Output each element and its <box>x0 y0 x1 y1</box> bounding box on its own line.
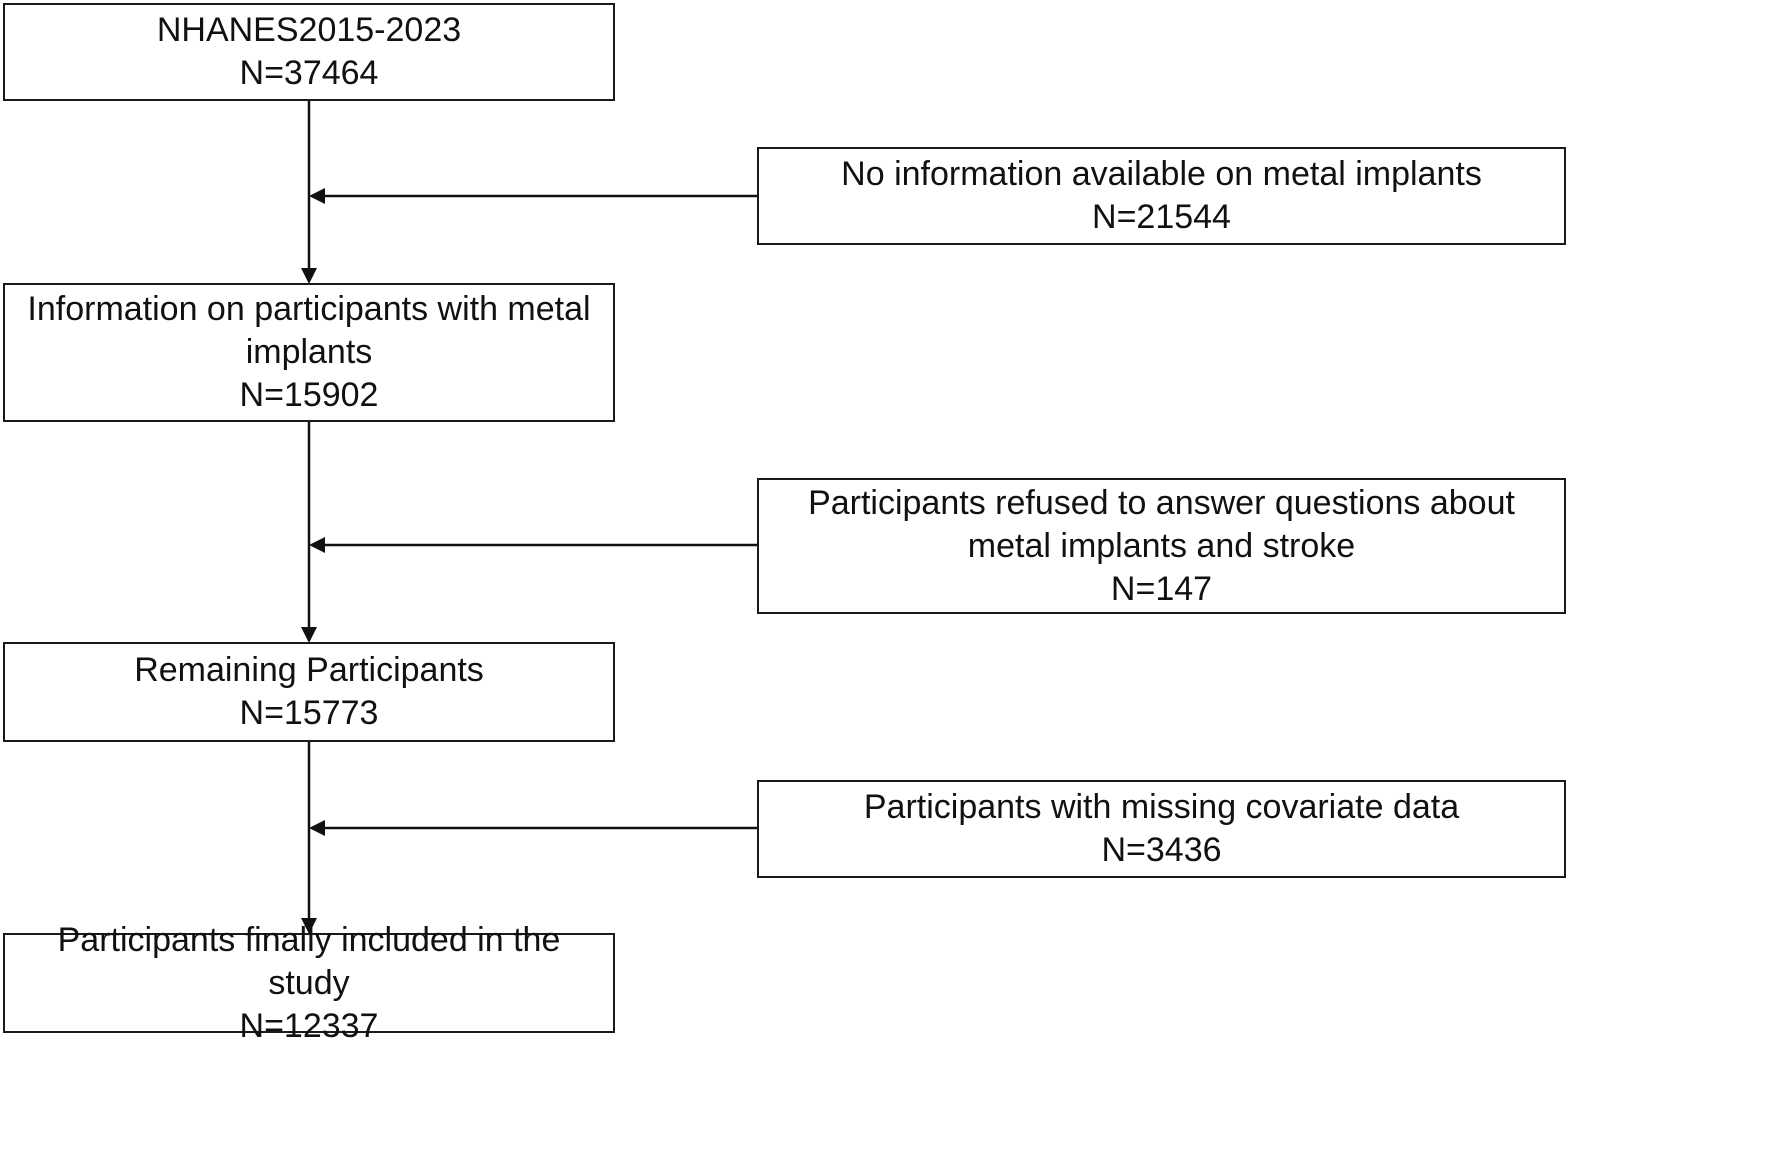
arrowhead-exclusion-1 <box>309 188 325 204</box>
exclusion-box-3: Participants with missing covariate data… <box>757 780 1566 878</box>
start-label: NHANES2015-2023 <box>156 11 462 49</box>
arrowhead-step-1 <box>301 268 317 284</box>
exclusion-box-1: No information available on metal implan… <box>757 147 1566 245</box>
arrowhead-exclusion-3 <box>309 820 325 836</box>
step-2-count: N=15773 <box>239 694 379 732</box>
final-label: Participants finally included in the stu… <box>57 920 561 1002</box>
final-count: N=12337 <box>239 1006 379 1045</box>
step-2-label: Remaining Participants <box>134 651 484 689</box>
exclusion-box-2: Participants refused to answer questions… <box>757 478 1566 614</box>
start-count: N=37464 <box>239 54 379 92</box>
arrowhead-step-2 <box>301 627 317 643</box>
arrowhead-final <box>301 918 317 934</box>
final-box: Participants finally included in the stu… <box>3 921 615 1045</box>
step-box-2: Remaining Participants N=15773 <box>3 642 615 742</box>
step-1-count: N=15902 <box>239 376 379 414</box>
exclusion-1-count: N=21544 <box>1092 198 1231 236</box>
start-box: NHANES2015-2023 N=37464 <box>3 3 615 101</box>
exclusion-2-label: Participants refused to answer questions… <box>808 483 1515 565</box>
step-box-1: Information on participants with metal i… <box>3 283 615 422</box>
step-1-label: Information on participants with metal i… <box>27 290 591 371</box>
exclusion-2-count: N=147 <box>1110 569 1213 608</box>
arrowhead-exclusion-2 <box>309 537 325 553</box>
exclusion-3-label: Participants with missing covariate data <box>863 788 1460 826</box>
exclusion-3-count: N=3436 <box>1101 831 1222 869</box>
exclusion-1-label: No information available on metal implan… <box>841 155 1482 193</box>
